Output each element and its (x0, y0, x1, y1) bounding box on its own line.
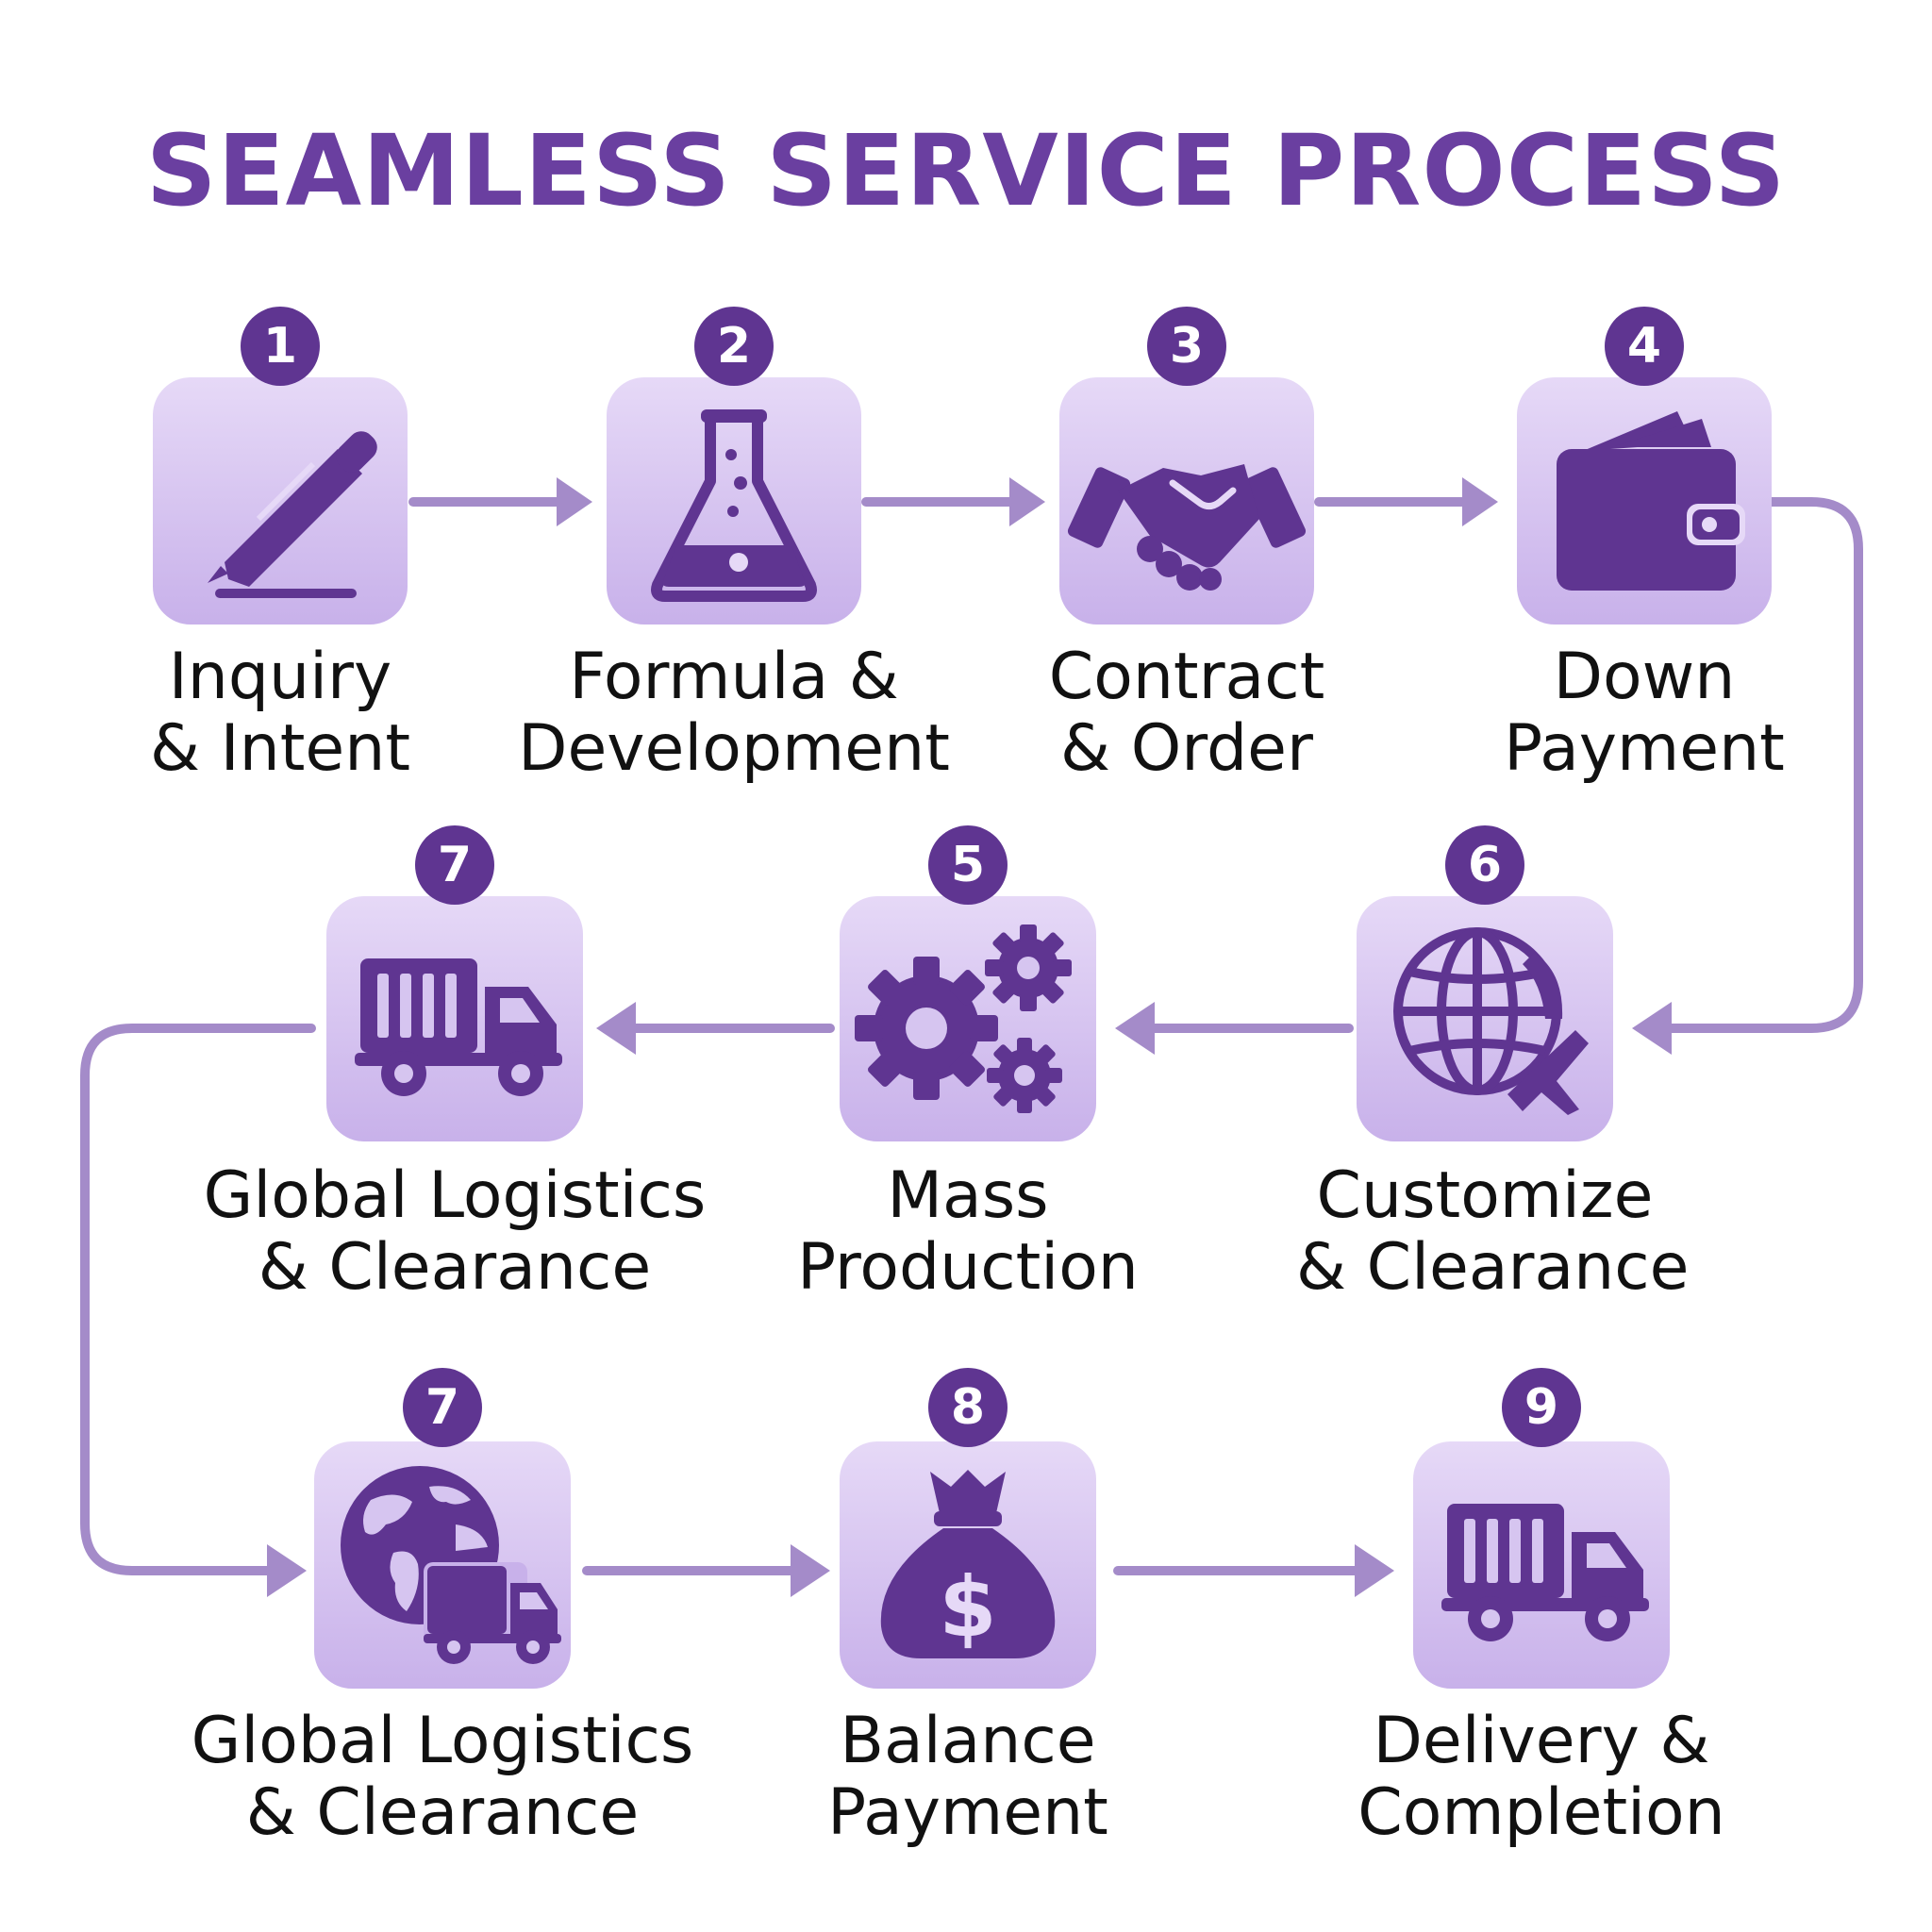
globe-truck-icon (341, 1466, 561, 1664)
step-9-badge: 9 (1502, 1368, 1581, 1447)
step-2-label: Formula & Development (498, 641, 970, 785)
step-7b-badge: 7 (403, 1368, 482, 1447)
step-7b-label-line2: & Clearance (245, 1775, 640, 1850)
step-8-badge: 8 (928, 1368, 1008, 1447)
step-7a-tile (326, 896, 583, 1141)
step-4-label-line1: Down (1553, 640, 1736, 714)
step-1-tile (153, 377, 408, 625)
step-7b-label-line1: Global Logistics (191, 1704, 694, 1778)
step-1-label: Inquiry & Intent (92, 641, 469, 785)
step-8-label-line2: Payment (827, 1775, 1108, 1850)
step-3-label-line2: & Order (1060, 711, 1313, 786)
step-7b-label: Global Logistics & Clearance (159, 1706, 725, 1849)
step-1-label-line1: Inquiry (168, 640, 392, 714)
step-7a-label-line1: Global Logistics (203, 1158, 707, 1233)
step-9-label: Delivery & Completion (1306, 1706, 1777, 1849)
arrowhead-7-7 (267, 1544, 307, 1597)
step-7b-tile (314, 1441, 571, 1689)
money-bag-icon: $ (880, 1470, 1056, 1658)
step-5-label-line1: Mass (887, 1158, 1049, 1233)
arrowhead-2-3 (1009, 477, 1045, 526)
arrowhead-6-5 (1115, 1002, 1155, 1055)
step-6-label-line1: Customize (1316, 1158, 1654, 1233)
step-2-label-line2: Development (518, 711, 950, 786)
step-4-badge: 4 (1605, 307, 1684, 386)
step-9-label-line1: Delivery & (1373, 1704, 1710, 1778)
step-4-tile (1517, 377, 1772, 625)
step-7a-label: Global Logistics & Clearance (172, 1160, 738, 1304)
step-7a-badge: 7 (415, 825, 494, 905)
step-2-tile (607, 377, 861, 625)
step-2-label-line1: Formula & (569, 640, 899, 714)
svg-text:$: $ (939, 1558, 996, 1656)
step-1-badge: 1 (241, 307, 320, 386)
arrowhead-5-7 (596, 1002, 636, 1055)
arrow-7-7 (80, 1024, 316, 1575)
page-title: SEAMLESS SERVICE PROCESS (145, 113, 1787, 228)
step-8-label: Balance Payment (779, 1706, 1157, 1849)
arrowhead-8-9 (1355, 1544, 1394, 1597)
step-6-label: Customize & Clearance (1296, 1158, 1690, 1305)
step-6-tile (1357, 896, 1613, 1141)
truck-icon (355, 958, 562, 1096)
step-8-tile: $ (840, 1441, 1096, 1689)
step-6-label-line2: & Clearance (1296, 1230, 1690, 1305)
gears-icon (855, 924, 1072, 1113)
step-2-badge: 2 (694, 307, 774, 386)
step-7a-label-line2: & Clearance (258, 1230, 652, 1305)
arrow-4-6 (1660, 497, 1863, 1033)
arrowhead-4-6 (1632, 1002, 1672, 1055)
step-8-label-line1: Balance (840, 1704, 1096, 1778)
handshake-icon (1067, 464, 1307, 591)
step-9-label-line2: Completion (1357, 1775, 1725, 1850)
step-4-label: Down Payment (1456, 641, 1833, 785)
step-6-badge: 6 (1445, 825, 1524, 905)
step-4-label-line2: Payment (1504, 711, 1785, 786)
step-5-label-line2: Production (797, 1230, 1139, 1305)
arrowhead-7-8 (791, 1544, 830, 1597)
step-3-tile (1059, 377, 1314, 625)
step-3-label-line1: Contract (1048, 640, 1325, 714)
wallet-icon (1557, 411, 1745, 591)
globe-plane-icon (1393, 927, 1589, 1115)
arrowhead-1-2 (557, 477, 592, 526)
pen-icon (208, 431, 377, 598)
arrowhead-3-4 (1462, 477, 1498, 526)
step-5-badge: 5 (928, 825, 1008, 905)
step-3-label: Contract & Order (998, 641, 1375, 785)
step-1-label-line2: & Intent (149, 711, 411, 786)
step-5-label: Mass Production (779, 1160, 1157, 1304)
truck-icon (1441, 1504, 1649, 1641)
step-3-badge: 3 (1147, 307, 1226, 386)
flask-icon (651, 409, 817, 602)
step-5-tile (840, 896, 1096, 1141)
step-9-tile (1413, 1441, 1670, 1689)
